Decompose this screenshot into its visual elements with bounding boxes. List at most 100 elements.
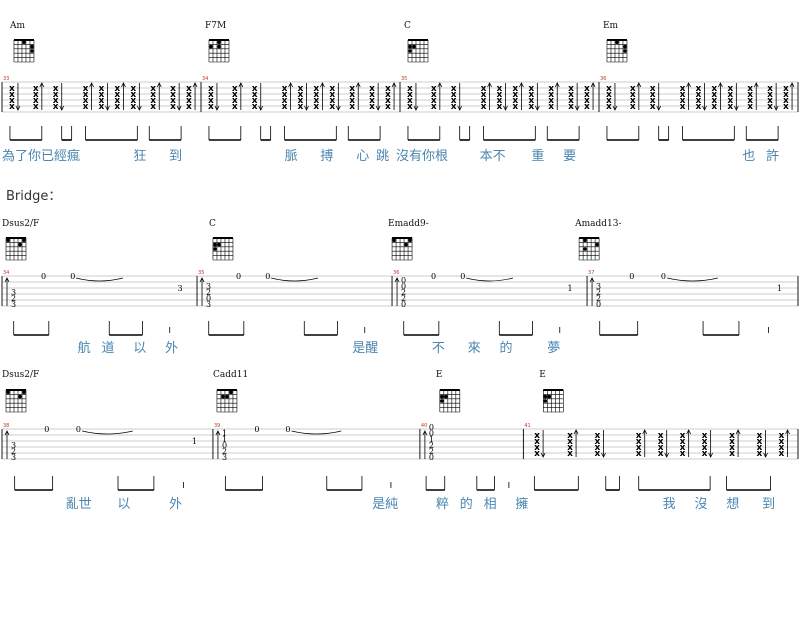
svg-text:x: x [130, 90, 136, 100]
lyric-text: 搏 [320, 148, 333, 164]
svg-text:x: x [650, 102, 656, 112]
rhythm-beams [9, 126, 182, 141]
svg-text:x: x [252, 96, 258, 106]
svg-text:x: x [232, 84, 238, 94]
measure-number: 39 [214, 423, 220, 429]
svg-text:x: x [99, 96, 105, 106]
tab-staff [2, 275, 798, 307]
svg-text:x: x [329, 102, 335, 112]
lyric-text: 的 [500, 340, 513, 356]
lyric-text: 重 [531, 148, 544, 164]
chord-diagram-icon [5, 389, 27, 413]
svg-text:x: x [584, 102, 590, 112]
svg-text:x: x [512, 84, 518, 94]
svg-text:x: x [99, 102, 105, 112]
svg-text:x: x [757, 443, 763, 453]
svg-text:x: x [170, 84, 176, 94]
chord-diagram-icon [13, 39, 35, 63]
fret-number: 0 [460, 272, 465, 281]
svg-text:x: x [650, 90, 656, 100]
rhythm-beams [599, 321, 769, 336]
fret-number: 1 [777, 284, 782, 293]
svg-text:x: x [186, 84, 192, 94]
svg-text:x: x [497, 90, 503, 100]
svg-text:x: x [512, 102, 518, 112]
fret-number: 0 [431, 272, 436, 281]
svg-text:x: x [534, 437, 540, 447]
tie-curve [76, 277, 123, 282]
lyric-text: 要 [563, 149, 576, 164]
svg-text:x: x [680, 96, 686, 106]
tie-curve [271, 277, 319, 282]
tie-curve [667, 277, 718, 282]
tab-staff [2, 428, 798, 460]
svg-text:x: x [636, 431, 642, 441]
svg-text:x: x [584, 90, 590, 100]
svg-text:x: x [779, 449, 785, 459]
lyric-text: 外 [169, 497, 182, 512]
fret-number: 0 [629, 272, 634, 281]
svg-text:x: x [208, 90, 214, 100]
svg-text:x: x [680, 431, 686, 441]
svg-text:x: x [252, 84, 258, 94]
fret-number: 1 [192, 437, 197, 446]
svg-text:x: x [548, 96, 554, 106]
fret-number: 3 [596, 282, 601, 291]
svg-text:x: x [702, 443, 708, 453]
fret-number: 0 [429, 423, 434, 432]
fret-number: 3 [178, 284, 183, 293]
chord-diagram-icon [391, 237, 413, 261]
rhythm-beams [208, 321, 366, 336]
svg-text:x: x [767, 90, 773, 100]
rhythm-beams [606, 126, 779, 141]
fret-number: 0 [429, 453, 434, 462]
svg-text:x: x [606, 84, 612, 94]
measure-number: 36 [600, 76, 606, 82]
lyric-text: 以 [133, 341, 146, 356]
svg-text:x: x [729, 449, 735, 459]
svg-text:x: x [711, 90, 717, 100]
svg-text:x: x [568, 84, 574, 94]
svg-text:x: x [114, 84, 120, 94]
svg-text:x: x [9, 90, 15, 100]
svg-text:x: x [783, 102, 789, 112]
svg-text:x: x [252, 102, 258, 112]
svg-text:x: x [407, 90, 413, 100]
svg-text:x: x [298, 84, 304, 94]
svg-text:x: x [595, 431, 601, 441]
svg-text:x: x [702, 437, 708, 447]
lyric-text: 到 [169, 149, 182, 164]
chord-diagram-icon [542, 389, 564, 413]
svg-text:x: x [232, 90, 238, 100]
svg-text:x: x [757, 449, 763, 459]
chord-diagram-icon [578, 237, 600, 261]
lyric-text: 狂 [133, 149, 146, 164]
lyric-text: 擁 [515, 497, 528, 512]
svg-text:x: x [696, 96, 702, 106]
fret-number: 0 [236, 272, 241, 281]
fret-number: 2 [222, 447, 227, 456]
svg-text:x: x [548, 90, 554, 100]
svg-text:x: x [729, 437, 735, 447]
svg-text:x: x [767, 96, 773, 106]
svg-text:x: x [630, 96, 636, 106]
fret-number: 0 [254, 425, 259, 434]
lyric-text: 不 [432, 341, 445, 356]
lyric-text: 想 [726, 496, 739, 512]
chord-name: Cadd11 [213, 370, 248, 380]
chord-name: Amadd13- [574, 219, 621, 229]
svg-text:x: x [313, 90, 319, 100]
